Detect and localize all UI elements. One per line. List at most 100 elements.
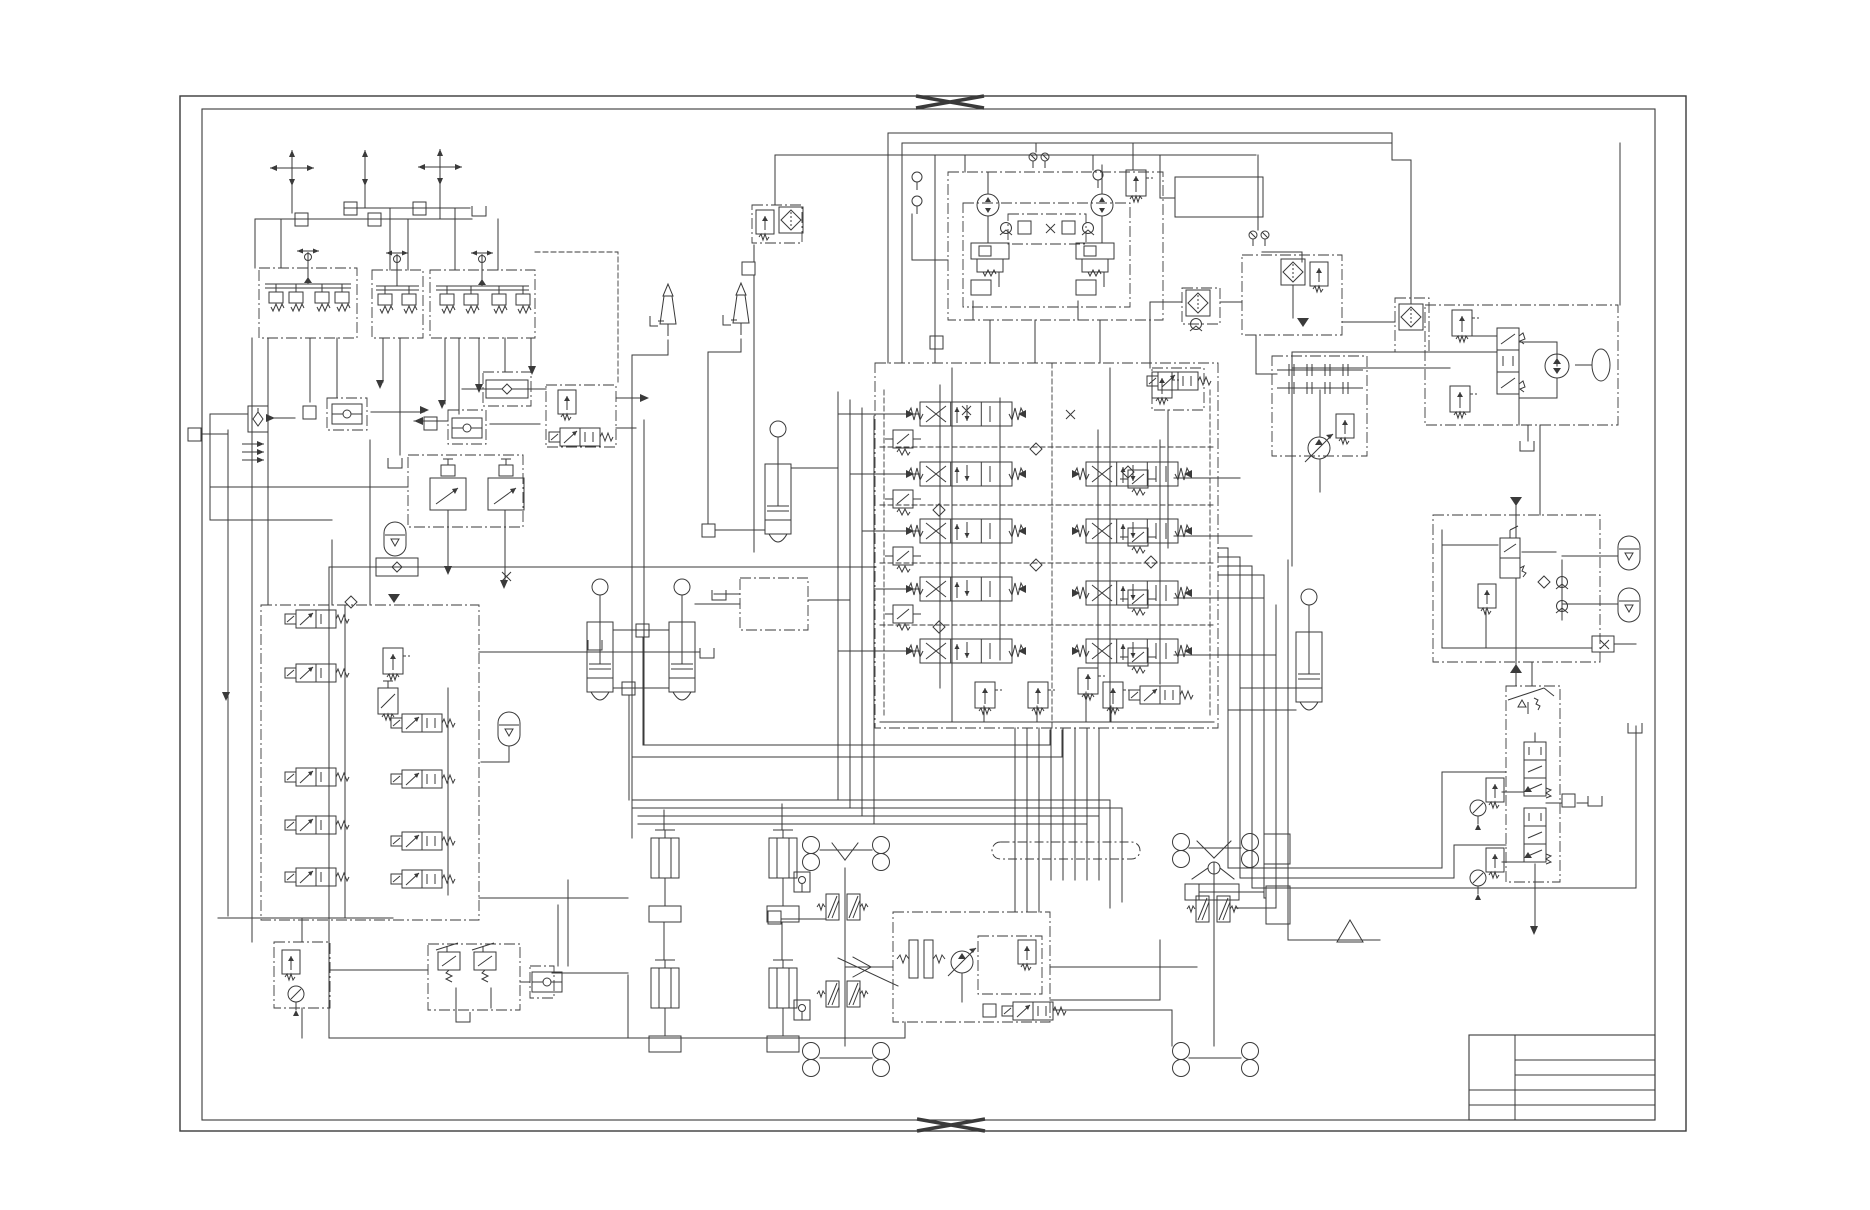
arr3-symbol: [241, 440, 265, 464]
tire2-symbol: [872, 1042, 890, 1077]
assembly-boundary: [326, 397, 368, 431]
pipe-line: [831, 842, 846, 861]
pipe-line: [480, 745, 510, 763]
vmark-symbol: [361, 149, 369, 187]
component-layer: [187, 94, 1643, 1133]
solv-symbol: [1001, 1001, 1067, 1021]
chk-symbol: [1189, 318, 1203, 332]
pipe-line: [1441, 529, 1593, 649]
dcv-symbol: [1071, 580, 1193, 606]
xg-symbol: [1065, 409, 1076, 420]
block: [1263, 833, 1291, 865]
shuttle-symbol: [531, 971, 563, 993]
sbrake-symbol: [1075, 242, 1115, 296]
pipe-line: [1213, 840, 1232, 859]
dia-symbol: [932, 620, 946, 634]
svalve-symbol: [1496, 327, 1526, 395]
relf-symbol: [1017, 939, 1037, 971]
pilotC-symbol: [436, 251, 531, 314]
pipe-line: [844, 842, 859, 861]
motor-symbol: [1090, 193, 1114, 217]
ftriU-symbol: [1510, 664, 1522, 673]
tire2-symbol: [1241, 1042, 1259, 1077]
gauge-symbol: [1469, 869, 1487, 901]
conn-symbol: [1061, 220, 1076, 235]
sbrake-symbol: [970, 242, 1010, 296]
smallc-symbol: [911, 195, 923, 215]
gearpair-symbol: [896, 939, 946, 979]
assembly-boundary: [962, 202, 1131, 308]
relf-symbol: [281, 949, 301, 981]
assembly-boundary: [407, 454, 524, 528]
arrD-symbol: [444, 566, 452, 575]
assembly-boundary: [892, 911, 1051, 1023]
title-block: [1468, 1034, 1656, 1121]
steerwheel-symbol: [1574, 348, 1611, 382]
pumpv-symbol: [1304, 433, 1334, 463]
brth-symbol: [1248, 230, 1270, 247]
reliefv-symbol: [1451, 309, 1480, 343]
comp-symbol: [884, 546, 922, 573]
tire2-symbol: [1241, 833, 1259, 868]
solv-symbol: [548, 427, 614, 447]
shuttle-symbol: [331, 403, 363, 425]
arrR-symbol: [266, 414, 275, 422]
dcv-symbol: [905, 576, 1027, 602]
motor-symbol: [976, 193, 1000, 217]
assembly-boundary: [977, 935, 1043, 995]
filt-symbol: [1185, 289, 1211, 317]
pedv-symbol: [435, 942, 461, 983]
pipe-line: [1217, 565, 1637, 889]
relf-symbol: [1309, 261, 1329, 293]
reliefv-symbol: [974, 681, 1003, 715]
reliefv-symbol: [1125, 169, 1154, 203]
assembly-boundary: [751, 204, 803, 244]
conn-symbol: [929, 335, 944, 350]
assembly-boundary-layer: [258, 171, 1619, 1023]
brakedisc-symbol: [816, 893, 869, 921]
dcv-symbol: [1071, 518, 1193, 544]
tank-symbol: [1627, 722, 1643, 734]
solv-symbol: [390, 713, 456, 733]
cylV-symbol: [1295, 588, 1323, 711]
reliefv-symbol: [1102, 681, 1131, 715]
solv-symbol: [390, 869, 456, 889]
pedal-symbol: [1507, 687, 1555, 715]
dcv-symbol: [905, 638, 1027, 664]
conn-symbol: [187, 427, 202, 442]
bowtie-symbol: [914, 94, 986, 110]
accum-symbol: [497, 711, 521, 747]
lockv-symbol: [793, 871, 811, 893]
reliefv-symbol: [382, 647, 411, 681]
pipe-line: [631, 339, 669, 356]
assembly-boundary: [1394, 297, 1430, 353]
dcv-symbol: [1071, 638, 1193, 664]
fdiv-symbol: [247, 405, 269, 433]
conn-symbol: [423, 416, 438, 431]
pipe-line: [1518, 341, 1558, 367]
pipe-line: [1518, 377, 1558, 399]
assembly-boundary: [1271, 355, 1368, 457]
arrR-symbol: [640, 394, 649, 402]
assembly-boundary: [1432, 514, 1601, 663]
assembly-boundary: [427, 943, 521, 1011]
smallc-symbol: [911, 171, 923, 191]
ftri-symbol: [388, 594, 400, 603]
pipe-line: [852, 966, 872, 978]
tank-symbol: [1587, 795, 1603, 807]
pipe-line: [1052, 1009, 1173, 1047]
conn-symbol: [302, 405, 317, 420]
pipe-line: [1287, 559, 1381, 941]
assembly-boundary: [545, 384, 617, 448]
filt-symbol: [778, 206, 804, 234]
shuttle-symbol: [451, 417, 483, 439]
relf-symbol: [755, 209, 775, 241]
solv-symbol: [284, 609, 350, 629]
pipe-line: [1219, 867, 1235, 880]
dia-symbol: [1029, 442, 1043, 456]
assembly-boundary: [1505, 685, 1561, 883]
pipe-line: [707, 338, 742, 525]
bowtie-symbol: [915, 1117, 987, 1133]
filt-symbol: [1280, 258, 1306, 286]
